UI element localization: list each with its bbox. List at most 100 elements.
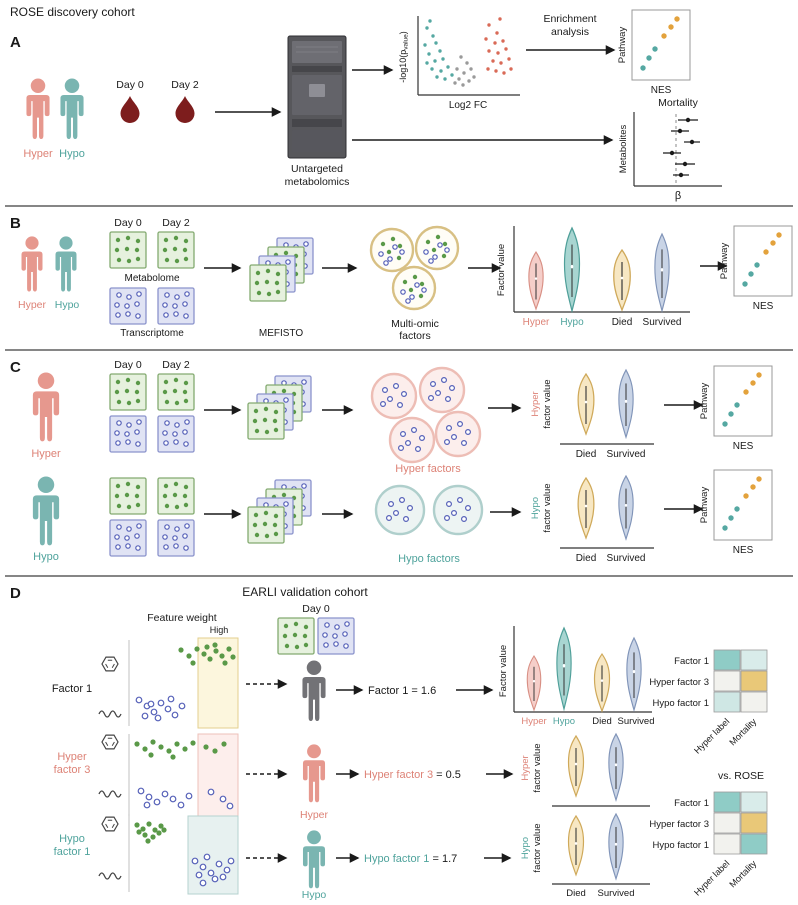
multiomic-label-line2: factors <box>399 330 431 342</box>
violin-survived <box>654 233 670 312</box>
hyper-factor3-label-line1: Hyper <box>57 751 87 763</box>
gene-weights <box>191 853 235 887</box>
heatmap-row-label: Hyper factor 3 <box>649 677 709 688</box>
forest-plot: Mortality Metabolites β <box>618 97 722 202</box>
rna-squiggle-icon <box>98 710 122 718</box>
violin-died <box>577 373 595 435</box>
panel-a-label: A <box>10 34 21 51</box>
day2-label: Day 2 <box>162 217 190 229</box>
gene-weights <box>135 695 186 722</box>
heatmap-cell <box>713 670 741 692</box>
transcriptome-matrix <box>109 287 147 325</box>
transcriptome-matrix <box>157 287 195 325</box>
cat-survived: Survived <box>607 553 646 564</box>
violin-died <box>577 477 595 539</box>
transcriptome-matrix <box>317 617 355 655</box>
heatmap-cell <box>740 833 768 855</box>
hypo-label: Hypo <box>33 551 59 563</box>
blood-drop-icon <box>175 96 195 123</box>
transcriptome-matrix <box>157 519 195 557</box>
heatmap-cell <box>740 649 768 671</box>
violin-ylabel-line1: Hypo <box>530 497 541 519</box>
panel-b: B Hyper Hypo Day 0 Day 2 Metabolome Tran… <box>10 215 793 342</box>
mefisto-stack <box>248 376 311 439</box>
hyper-person-icon <box>26 78 50 140</box>
day0-label: Day 0 <box>116 79 144 91</box>
day0-label: Day 0 <box>302 603 330 615</box>
transcriptome-matrix <box>157 415 195 453</box>
nes-xlabel: NES <box>651 85 672 96</box>
hyper-factors-label: Hyper factors <box>395 463 461 475</box>
enrichment-line2: analysis <box>551 26 589 38</box>
forest-xlabel: β <box>675 190 681 202</box>
heatmap-row-label: Factor 1 <box>674 798 709 809</box>
violin-died <box>613 249 631 311</box>
panel-d-label: D <box>10 585 21 602</box>
nes-ylabel: Pathway <box>719 243 730 280</box>
hyper-person-icon <box>21 236 43 292</box>
day2-label: Day 2 <box>171 79 199 91</box>
hypo-factor-violin-plot: Hypo factor value Died Survived <box>530 475 654 564</box>
panel-a-title: ROSE discovery cohort <box>10 5 135 19</box>
nes-plot: Pathway NES <box>699 365 773 452</box>
multiomic-factors <box>369 225 460 311</box>
metabolome-matrix <box>157 231 195 269</box>
heatmap-col-label: Hyper label <box>692 716 731 755</box>
volcano-dots-ns <box>453 55 476 87</box>
heatmap-col-label: Mortality <box>727 858 758 889</box>
hypo-person-icon <box>55 236 77 292</box>
metabolome-matrix <box>109 231 147 269</box>
heatmap-cell <box>713 649 741 671</box>
molecule-icon <box>101 734 119 750</box>
violin-ylabel-line2: factor value <box>542 483 553 532</box>
panel-d-title: EARLI validation cohort <box>242 585 368 599</box>
cat-died: Died <box>612 317 633 328</box>
nes-xlabel: NES <box>733 441 754 452</box>
cat-survived: Survived <box>618 716 655 727</box>
hyper-label: Hyper <box>18 299 47 311</box>
mefisto-label: MEFISTO <box>259 328 303 339</box>
cat-died: Died <box>576 449 597 460</box>
violin-survived <box>618 475 634 540</box>
violin-survived <box>618 369 634 438</box>
metabolome-matrix <box>157 477 195 515</box>
forest-title: Mortality <box>658 97 698 109</box>
panel-a: ROSE discovery cohort A Hyper Hypo Day 0… <box>10 5 722 202</box>
molecule-icon <box>101 656 119 672</box>
hyper-factors <box>370 366 482 464</box>
hyper-label: Hyper <box>31 448 61 460</box>
hypo-label: Hypo <box>55 299 80 311</box>
nes-ylabel: Pathway <box>699 383 710 420</box>
heatmap-col-label: Hyper label <box>692 858 731 897</box>
panel-c: C Hyper Day 0 Day 2 Hyper factors Hyper … <box>10 359 773 565</box>
violin-ylabel-line2: factor value <box>542 379 553 428</box>
nes-ylabel: Pathway <box>699 487 710 524</box>
transcriptome-matrix <box>109 519 147 557</box>
transcriptome-label: Transcriptome <box>120 328 184 339</box>
heatmap-cell <box>740 812 768 834</box>
feature-row-hypo-factor1: Hypo factor 1 <box>54 814 239 895</box>
cat-hyper: Hyper <box>523 317 550 328</box>
heatmap-col-label: Mortality <box>727 716 758 747</box>
cat-hypo: Hypo <box>560 317 584 328</box>
feature-weight-label: Feature weight <box>147 612 217 624</box>
cat-survived: Survived <box>598 888 635 899</box>
day0-label: Day 0 <box>114 359 142 371</box>
heatmap-earli: Factor 1 Hyper factor 3 Hypo factor 1 Hy… <box>649 649 768 756</box>
hypo-label: Hypo <box>59 148 85 160</box>
hyper-person-icon <box>32 372 60 442</box>
transcriptome-matrix <box>109 415 147 453</box>
day0-label: Day 0 <box>114 217 142 229</box>
violin-died <box>593 653 611 712</box>
feature-row-factor1: Factor 1 <box>52 637 239 729</box>
metabolome-label: Metabolome <box>124 273 179 284</box>
day2-label: Day 2 <box>162 359 190 371</box>
violin-hypo <box>556 627 572 710</box>
forest-ylabel: Metabolites <box>618 124 629 173</box>
hypo-person-icon <box>302 830 326 889</box>
nes-ylabel: Pathway <box>617 27 628 64</box>
nes-plot: Pathway NES <box>699 469 773 556</box>
volcano-dots-down <box>423 19 454 81</box>
nes-xlabel: NES <box>753 301 774 312</box>
